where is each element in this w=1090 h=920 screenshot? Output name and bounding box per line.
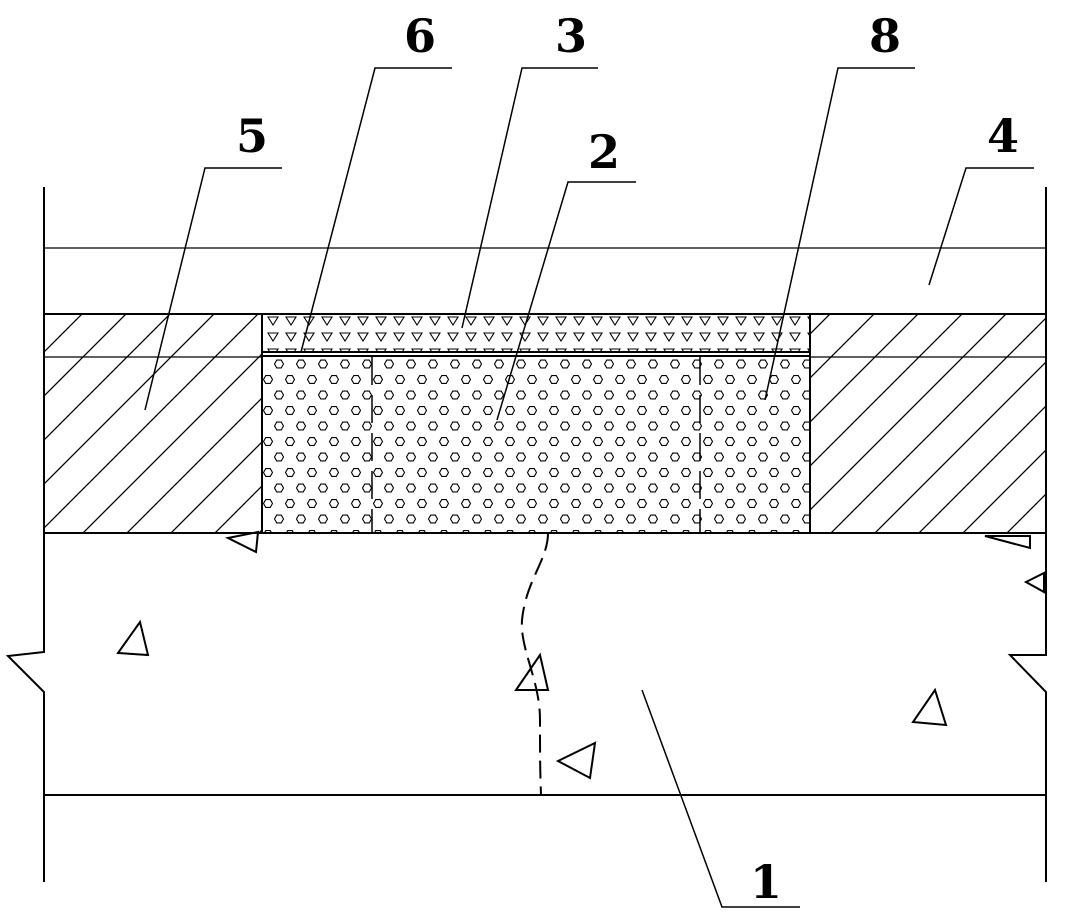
left-break-line: [5, 187, 45, 882]
leader-1: [641, 689, 800, 908]
crack-line: [520, 532, 549, 796]
label-2: 2: [588, 125, 620, 179]
aggregate-triangles: [116, 530, 1045, 780]
label-3: 3: [555, 9, 587, 63]
base-slab: [44, 530, 1046, 796]
label-6: 6: [404, 9, 436, 63]
anchor-bars: [371, 357, 701, 533]
leader-6: [300, 67, 452, 353]
leader-3: [461, 67, 598, 329]
label-8: 8: [869, 9, 901, 63]
leader-8: [764, 67, 915, 401]
leader-5: [144, 167, 282, 411]
label-1: 1: [750, 855, 782, 909]
patch-fill: [261, 355, 811, 534]
left-hatched-block: [43, 313, 263, 534]
leader-2: [496, 181, 636, 421]
leader-4: [928, 167, 1034, 286]
label-5: 5: [236, 109, 268, 163]
boundary-lines: [5, 187, 1047, 882]
top-dense-layer: [261, 313, 811, 353]
label-4: 4: [987, 109, 1019, 163]
leader-lines: [144, 67, 1034, 908]
right-hatched-block: [809, 313, 1047, 534]
right-break-line: [1007, 187, 1047, 882]
interface-layer: [262, 351, 810, 357]
